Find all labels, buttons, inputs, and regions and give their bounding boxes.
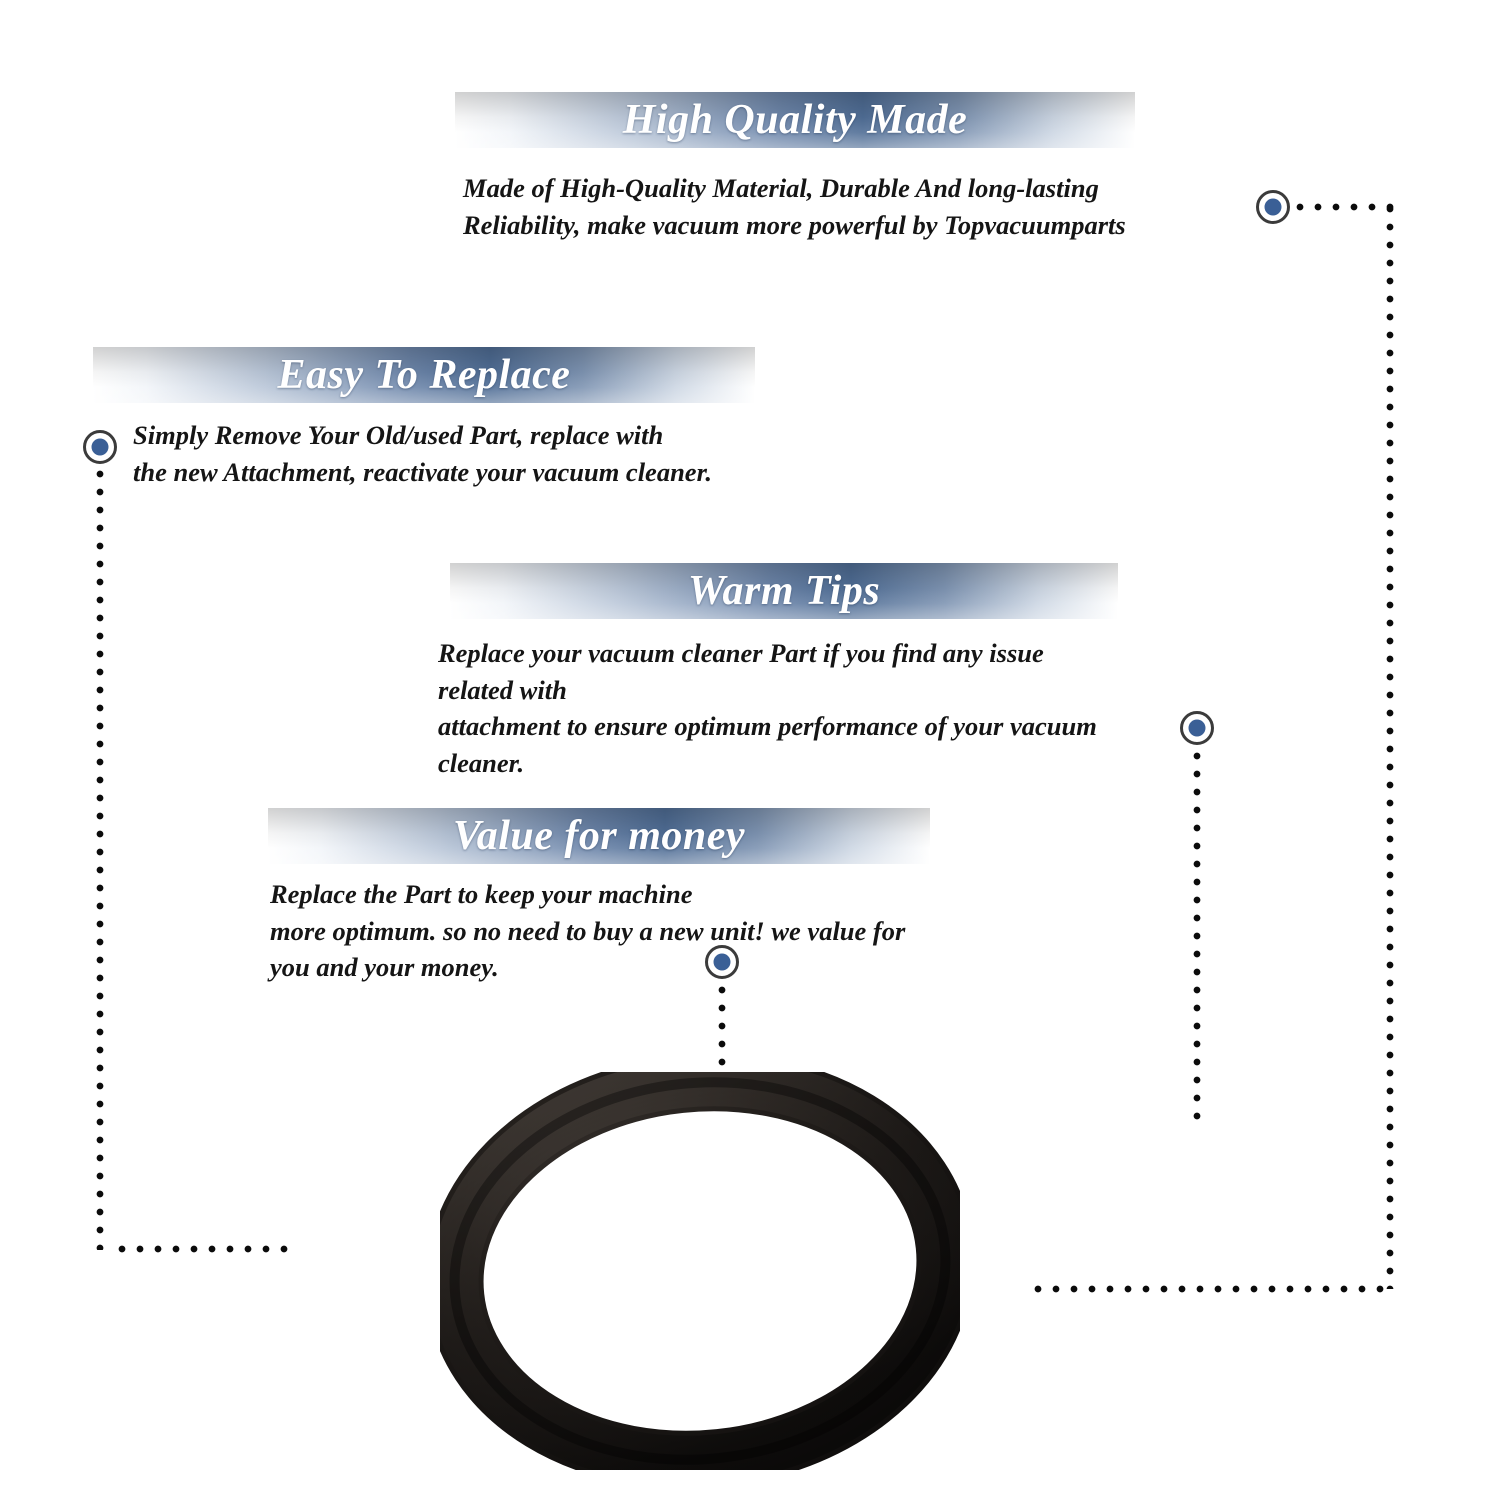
connector-warmtips-vertical xyxy=(1193,752,1201,1128)
feature-title: High Quality Made xyxy=(622,97,968,143)
connector-bottom-left-horizontal xyxy=(118,1245,296,1253)
marker-easy-to-replace[interactable] xyxy=(83,430,117,464)
feature-title: Warm Tips xyxy=(687,568,881,614)
o-ring-inner-edge xyxy=(449,1077,951,1465)
o-ring-highlight xyxy=(440,1072,960,1470)
feature-warm-tips: Warm Tips Replace your vacuum cleaner Pa… xyxy=(438,563,1118,781)
feature-easy-to-replace: Easy To Replace Simply Remove Your Old/u… xyxy=(93,347,755,490)
connector-value-vertical xyxy=(718,986,726,1094)
connector-left-vertical xyxy=(96,470,104,1250)
feature-title-bar: Easy To Replace xyxy=(93,347,755,403)
feature-body: Replace your vacuum cleaner Part if you … xyxy=(438,638,1097,778)
product-image-o-ring xyxy=(440,1072,960,1470)
connector-right-vertical xyxy=(1386,205,1394,1289)
feature-title: Easy To Replace xyxy=(277,352,571,398)
feature-title-bar: Warm Tips xyxy=(450,563,1118,619)
feature-value-for-money: Value for money Replace the Part to keep… xyxy=(268,808,930,986)
feature-body: Simply Remove Your Old/used Part, replac… xyxy=(133,420,713,487)
feature-high-quality-made: High Quality Made Made of High-Quality M… xyxy=(455,92,1135,243)
feature-title: Value for money xyxy=(452,813,746,859)
feature-body: Replace the Part to keep your machine mo… xyxy=(270,879,906,983)
marker-value-for-money[interactable] xyxy=(705,945,739,979)
feature-title-bar: High Quality Made xyxy=(455,92,1135,148)
feature-title-bar: Value for money xyxy=(268,808,930,864)
connector-top-right-horizontal xyxy=(1296,203,1394,211)
marker-high-quality-made[interactable] xyxy=(1256,190,1290,224)
feature-body: Made of High-Quality Material, Durable A… xyxy=(463,173,1126,240)
connector-bottom-right-horizontal xyxy=(1034,1285,1390,1293)
marker-warm-tips[interactable] xyxy=(1180,711,1214,745)
